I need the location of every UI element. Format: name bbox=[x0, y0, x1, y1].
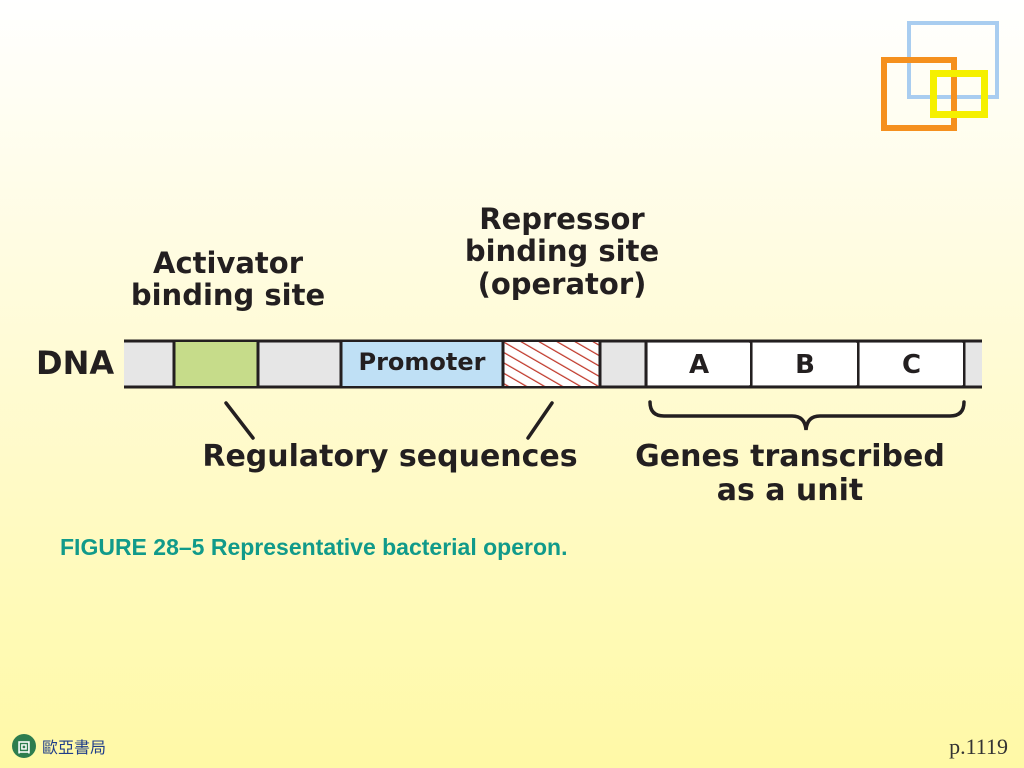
promoter-region bbox=[341, 342, 503, 386]
decor-square-orange bbox=[881, 57, 957, 131]
genes-brace bbox=[648, 400, 966, 431]
repressor-label: Repressor binding site (operator) bbox=[464, 202, 660, 301]
figure-caption: FIGURE 28–5 Representative bacterial ope… bbox=[60, 534, 568, 560]
regulatory-sequences-label: Regulatory sequences bbox=[202, 439, 578, 474]
gene-a-label: A bbox=[688, 350, 710, 380]
activator-label: Activator binding site bbox=[130, 246, 326, 313]
gene-c-cell bbox=[860, 343, 963, 385]
publisher-name: 歐亞書局 bbox=[42, 738, 107, 757]
genes-unit-label: Genes transcribed as a unit bbox=[635, 439, 945, 508]
publisher-logo-icon: 回 bbox=[12, 734, 36, 758]
operator-region bbox=[503, 342, 600, 386]
page-number: p.1119 bbox=[949, 734, 1008, 759]
gene-b-cell bbox=[753, 343, 857, 385]
regulatory-pointer-right bbox=[526, 401, 554, 440]
gene-c-label: C bbox=[901, 350, 922, 380]
regulatory-pointer-left bbox=[224, 401, 255, 440]
promoter-label: Promoter bbox=[358, 348, 486, 376]
activator-binding-site bbox=[174, 342, 258, 386]
dna-label: DNA bbox=[36, 344, 115, 382]
decor-square-yellow bbox=[930, 70, 988, 118]
publisher-brand: 回 歐亞書局 bbox=[12, 734, 106, 758]
gene-b-label: B bbox=[795, 350, 815, 380]
gene-a-cell bbox=[648, 343, 750, 385]
